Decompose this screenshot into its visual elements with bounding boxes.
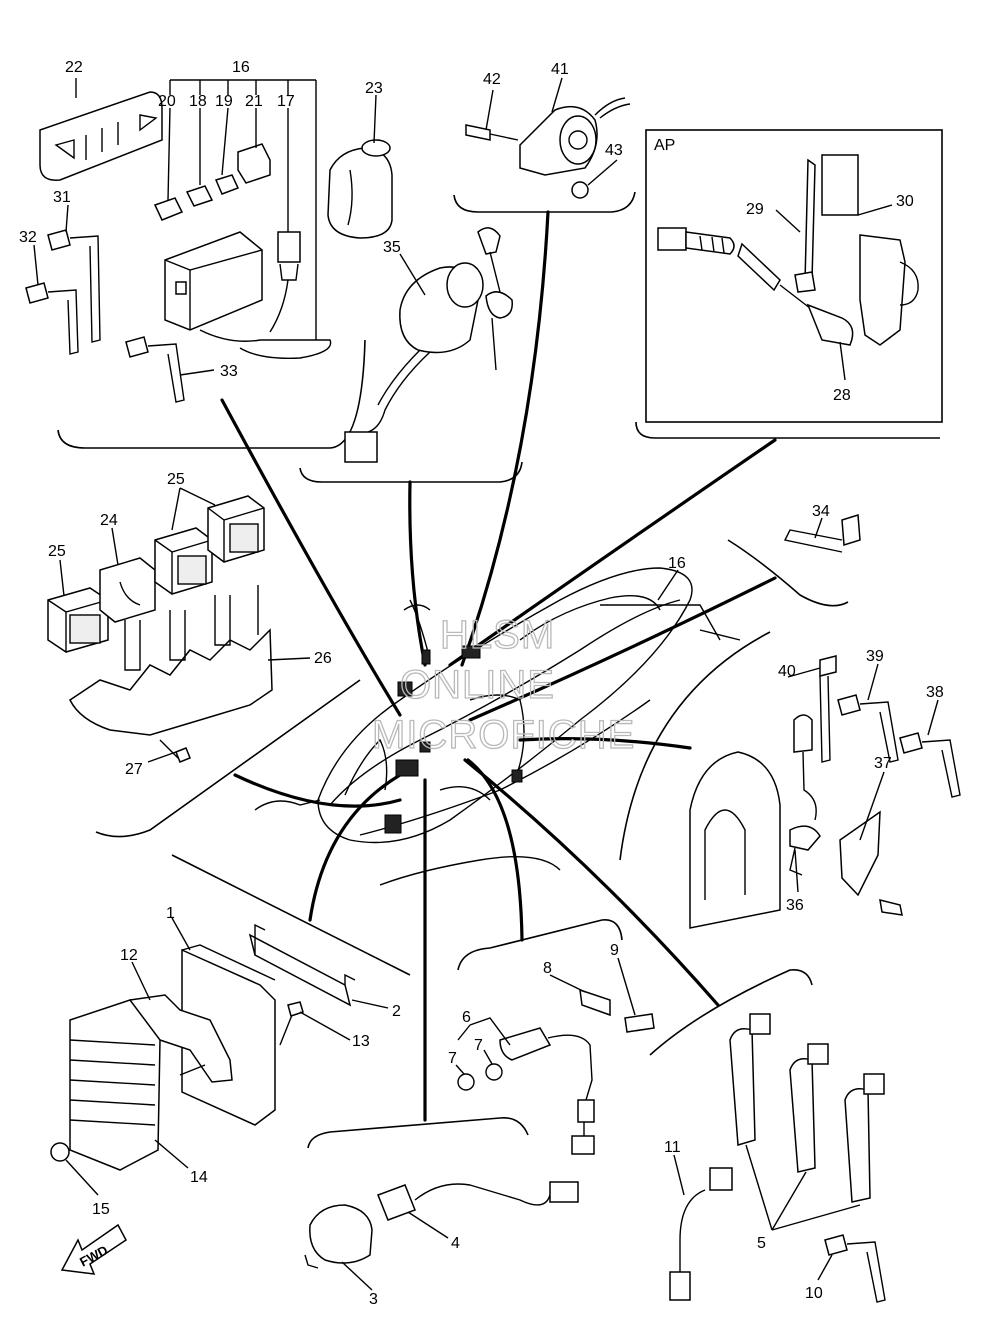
callout-27: 27: [125, 761, 143, 778]
callout-25b: 25: [48, 543, 66, 560]
part-16-fuse-box: [153, 79, 332, 359]
callout-41: 41: [551, 61, 569, 78]
callout-39: 39: [866, 648, 884, 665]
callout-3: 3: [369, 1291, 378, 1308]
callout-4: 4: [451, 1235, 460, 1252]
callout-leaders: [33, 77, 939, 1291]
callout-numbers: 1 2 3 4 5 6 7 7 8 9 10 11 12 13 14 15 16…: [19, 59, 944, 1308]
callout-5: 5: [757, 1235, 766, 1252]
parts-1-15-control-unit: [50, 923, 356, 1171]
callout-11: 11: [664, 1139, 681, 1156]
callout-28: 28: [833, 387, 851, 404]
callout-32: 32: [19, 229, 37, 246]
callout-40: 40: [778, 663, 796, 680]
parts-5-10-11-coils: [669, 1013, 886, 1303]
callout-21: 21: [245, 93, 263, 110]
callout-7b: 7: [474, 1037, 483, 1054]
parts-31-33-bands: [25, 229, 185, 403]
callout-24: 24: [100, 512, 118, 529]
callout-17: 17: [277, 93, 295, 110]
callout-20: 20: [158, 93, 176, 110]
callout-31: 31: [53, 189, 71, 206]
callout-29: 29: [746, 201, 764, 218]
inset-label-ap: AP: [654, 137, 675, 154]
callout-36: 36: [786, 897, 804, 914]
callout-37: 37: [874, 755, 892, 772]
part-22-cover: [39, 91, 163, 181]
callout-34: 34: [812, 503, 830, 520]
callout-33: 33: [220, 363, 238, 380]
watermark-line-2: ONLINE: [400, 663, 555, 707]
callout-38: 38: [926, 684, 944, 701]
ap-inset-parts: [657, 154, 919, 346]
parts-3-4-switch: [304, 1181, 579, 1269]
callout-35: 35: [383, 239, 401, 256]
watermark-line-1: HLSM: [440, 613, 555, 657]
callout-9: 9: [610, 942, 619, 959]
callout-16: 16: [232, 59, 250, 76]
callout-2: 2: [392, 1003, 401, 1020]
watercraft-hull: [254, 567, 741, 886]
callout-15: 15: [92, 1201, 110, 1218]
callout-14: 14: [190, 1169, 208, 1186]
callout-26: 26: [314, 650, 332, 667]
watermark-line-3: MICROFICHE: [372, 713, 635, 757]
part-41-buzzer: [465, 97, 631, 199]
relays-24-25-bracket-26: [47, 495, 273, 763]
callout-6: 6: [462, 1009, 471, 1026]
callout-23: 23: [365, 80, 383, 97]
callout-16-center: 16: [668, 555, 686, 572]
parts-34-38-40-bands: [783, 514, 961, 821]
watermark: HLSM ONLINE MICROFICHE: [371, 612, 635, 757]
group-outlines: [57, 129, 943, 1149]
callout-22: 22: [65, 59, 83, 76]
callout-18: 18: [189, 93, 207, 110]
parts-6-9-sensor: [457, 988, 655, 1155]
callout-8: 8: [543, 960, 552, 977]
callout-30: 30: [896, 193, 914, 210]
callout-43: 43: [605, 142, 623, 159]
callout-25a: 25: [167, 471, 185, 488]
callout-12: 12: [120, 947, 138, 964]
callout-19: 19: [215, 93, 233, 110]
callout-1: 1: [166, 905, 175, 922]
part-23-bottle: [327, 139, 393, 239]
callout-13: 13: [352, 1033, 370, 1050]
callout-7a: 7: [448, 1050, 457, 1067]
parts-36-37-bracket: [689, 751, 903, 929]
fwd-label: FWD: [77, 1242, 110, 1269]
callout-10: 10: [805, 1285, 823, 1302]
fwd-arrow: FWD: [60, 1223, 127, 1275]
callout-42: 42: [483, 71, 501, 88]
part-35-main-switch: [344, 227, 513, 463]
harness-leader-lines: [220, 210, 777, 1122]
